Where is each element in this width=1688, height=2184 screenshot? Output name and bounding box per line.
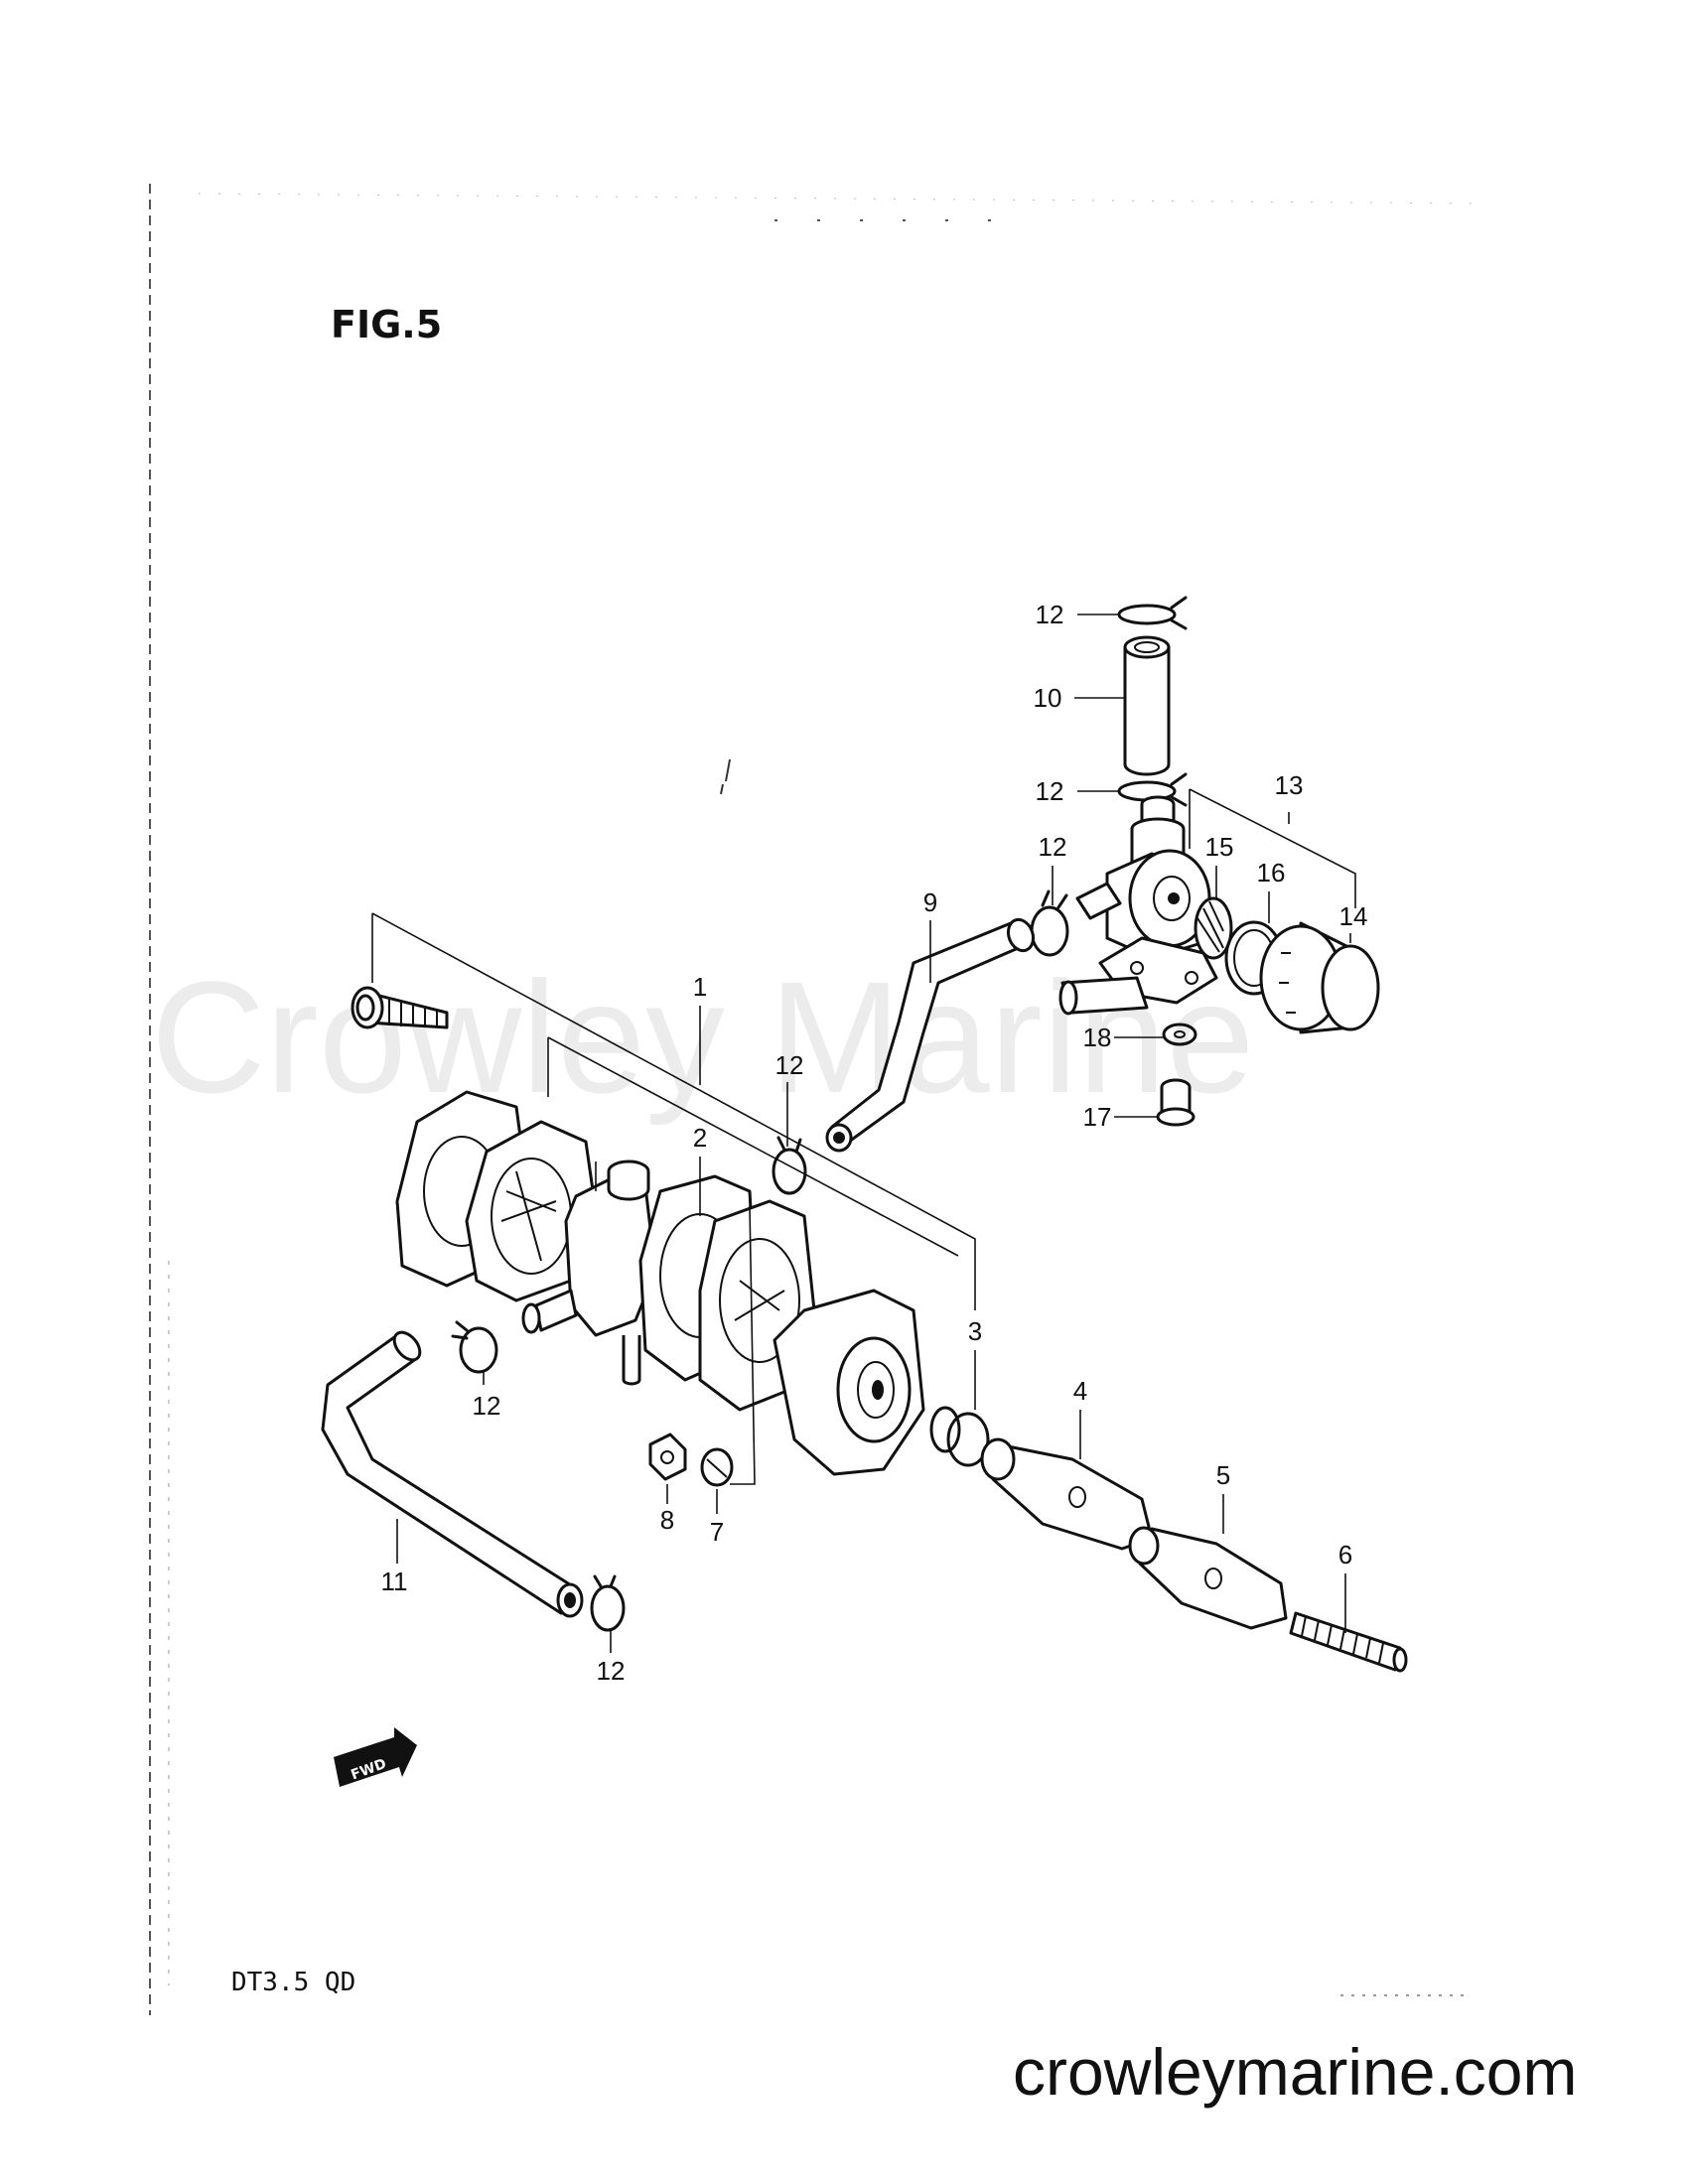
fuel-hose-11 [321,1330,584,1618]
callout-11: 11 [381,1567,408,1596]
model-code: DT3.5 QD [231,1968,355,1997]
fuel-hose-10 [1123,635,1171,776]
hose-clip-12-middle [772,1136,807,1195]
fuel-cup-14 [1259,921,1380,1034]
watermark-text: Crowley Marine [151,948,1254,1126]
fwd-arrow-icon: FWD [334,1727,417,1787]
scan-border [149,184,1490,2015]
fuel-cock-13 [1058,795,1218,1016]
lock-washer-7 [700,1447,734,1487]
screw-17 [1156,1078,1196,1127]
filter-15 [1194,896,1233,960]
callout-3: 3 [968,1316,982,1346]
callout-13: 13 [1275,770,1304,800]
pump-bolt [351,986,449,1029]
callout-8: 8 [660,1505,674,1535]
callout-12: 12 [473,1391,501,1421]
plate-5 [1128,1526,1288,1630]
callout-12: 12 [597,1656,626,1686]
hose-clip-12-cock [1030,889,1069,957]
site-url: crowleymarine.com [1013,2035,1577,2109]
nut-8 [648,1433,687,1481]
fuel-pump-1 [395,1090,925,1476]
hose-clip-12-top [1117,596,1188,630]
callout-5: 5 [1216,1460,1230,1490]
callout-12: 12 [1039,832,1067,862]
figure-title: FIG.5 [331,303,442,346]
callout-7: 7 [710,1517,724,1547]
callout-10: 10 [1034,683,1062,713]
callout-12: 12 [1036,776,1064,806]
callout-6: 6 [1338,1540,1352,1570]
hose-clip-12-bottom [590,1574,626,1632]
callout-12: 12 [1036,600,1064,629]
callout-18: 18 [1083,1023,1112,1052]
callout-17: 17 [1083,1102,1112,1132]
callout-1: 1 [693,972,707,1002]
leader-lines [371,614,1356,1653]
callout-15: 15 [1205,832,1234,862]
fuel-hose-9 [825,917,1036,1153]
callout-9: 9 [923,887,937,917]
hose-clip-12-left [451,1320,498,1374]
callout-12: 12 [775,1050,804,1080]
callout-16: 16 [1257,858,1286,887]
gasket-plate-4 [980,1437,1154,1551]
callout-2: 2 [693,1123,707,1153]
stud-6 [1289,1611,1408,1673]
callout-14: 14 [1339,901,1368,931]
washer-18 [1162,1023,1197,1046]
callout-4: 4 [1073,1376,1087,1406]
callout-labels: 12 10 12 13 12 15 16 14 9 18 17 1 12 2 3… [381,600,1368,1686]
o-ring-3 [929,1406,990,1467]
